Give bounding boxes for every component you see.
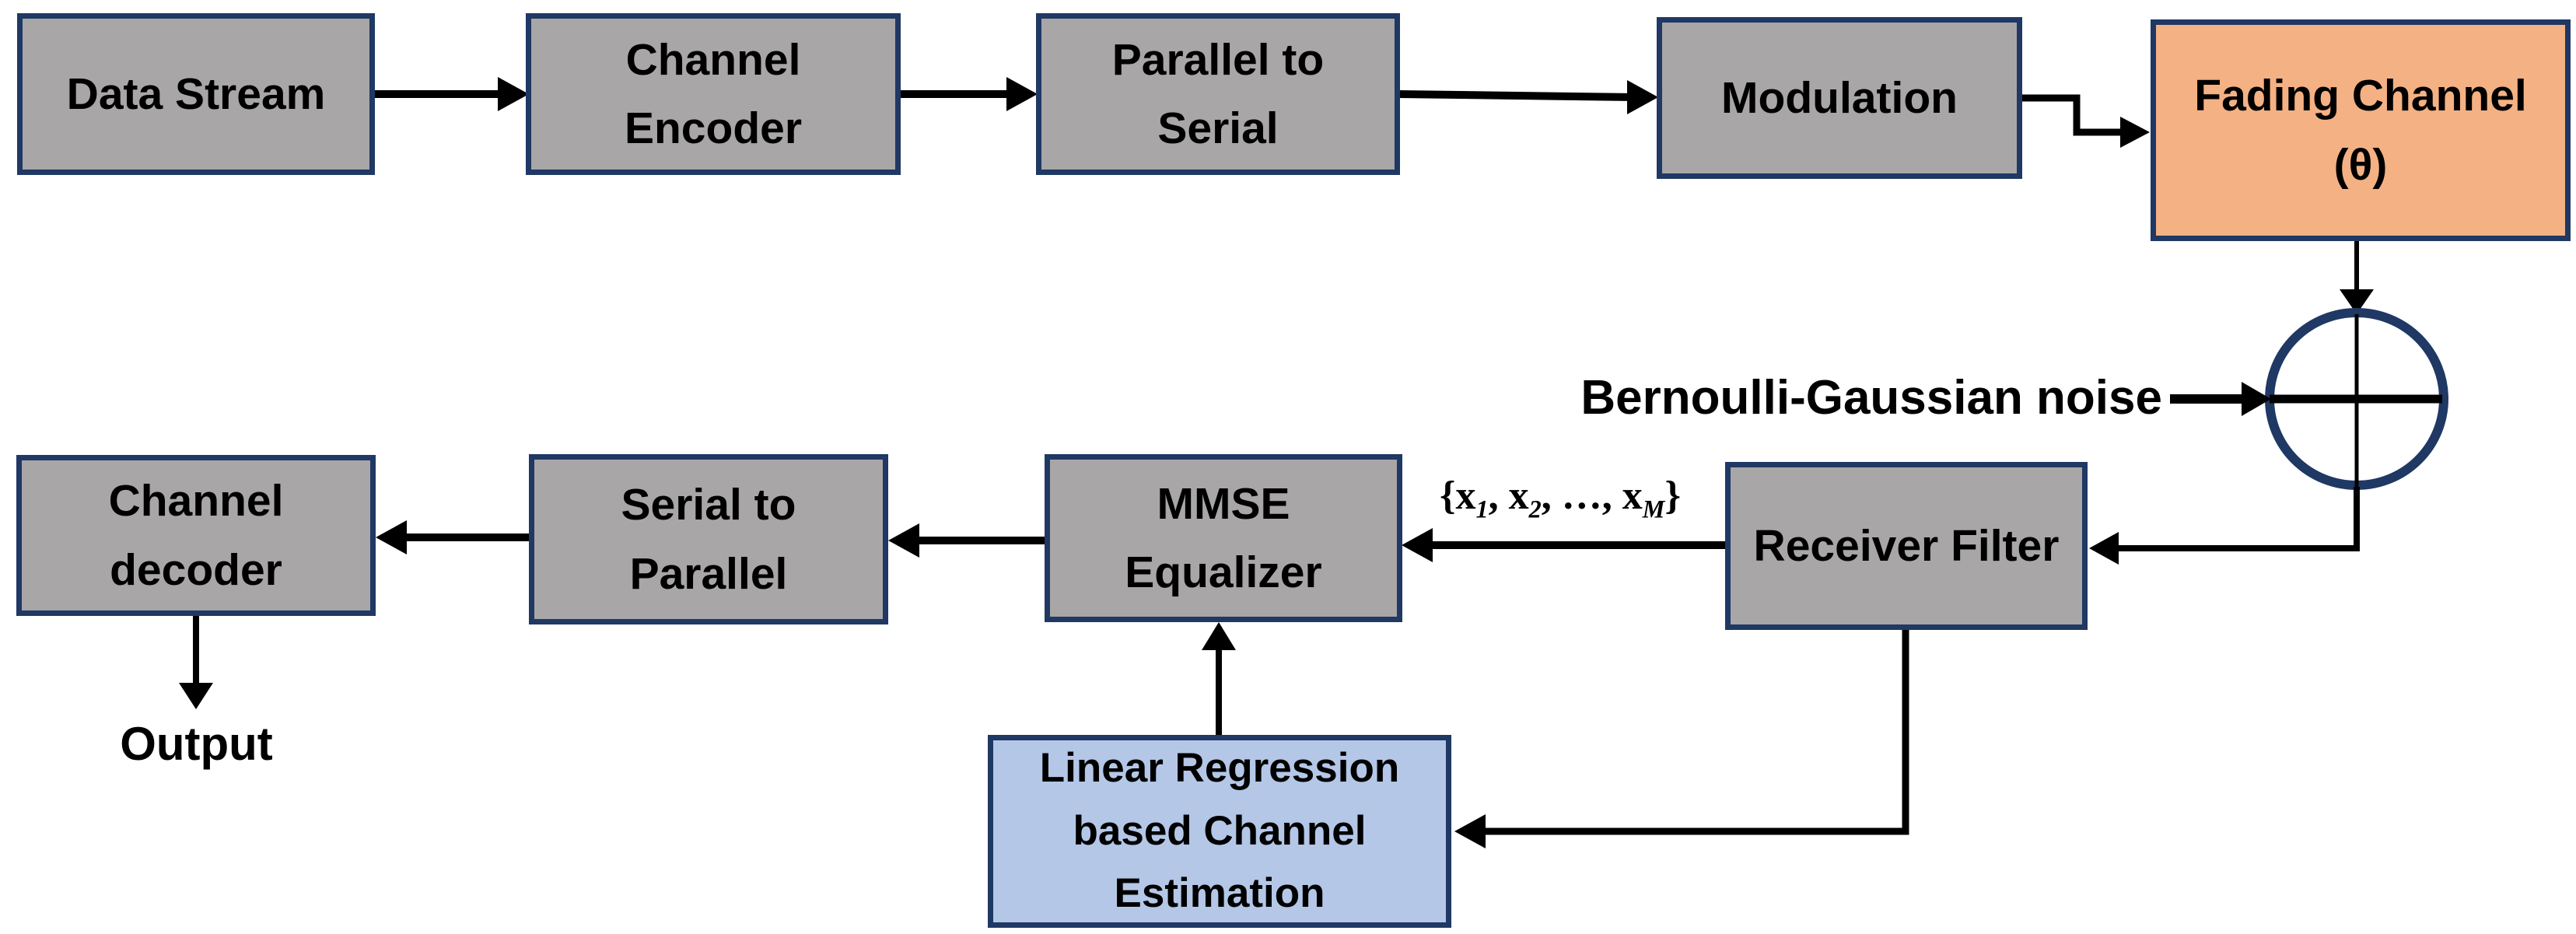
block-mmse-equalizer: MMSE Equalizer: [1045, 454, 1402, 622]
connectors: [179, 77, 2448, 848]
arrow-p2s-to-modulation: [1398, 80, 1658, 114]
arrow-noise-to-adder: [2170, 382, 2442, 416]
arrow-mmse-to-s2p: [888, 523, 1046, 558]
arrow-receiver-to-linreg: [1454, 628, 1909, 848]
arrow-encoder-to-p2s: [899, 77, 1038, 111]
block-data-stream-label: Data Stream: [66, 68, 326, 119]
block-data-stream: Data Stream: [17, 13, 375, 175]
block-parallel-to-serial-label: Parallel to Serial: [1111, 34, 1325, 153]
block-fading-channel-label: Fading Channel (θ): [2194, 71, 2527, 190]
block-modulation: Modulation: [1657, 17, 2022, 179]
block-linear-regression-label: Linear Regression based Channel Estimati…: [1039, 745, 1400, 917]
arrow-linreg-to-mmse: [1202, 622, 1236, 736]
noise-label: Bernoulli-Gaussian noise: [1580, 371, 2162, 425]
arrow-decoder-to-output: [179, 614, 213, 709]
arrow-receiver-to-mmse: [1402, 528, 1727, 562]
arrow-datastream-to-encoder: [373, 77, 529, 111]
block-receiver-filter-label: Receiver Filter: [1753, 520, 2060, 571]
arrow-modulation-to-fading: [2018, 94, 2150, 148]
block-channel-encoder-label: Channel Encoder: [624, 34, 803, 153]
block-channel-decoder-label: Channel decoder: [108, 476, 284, 595]
sequence-label: {x1, x2, …, xM}: [1440, 474, 1681, 523]
block-serial-to-parallel: Serial to Parallel: [529, 454, 888, 624]
block-linear-regression-channel-estimation: Linear Regression based Channel Estimati…: [988, 735, 1451, 928]
block-parallel-to-serial: Parallel to Serial: [1036, 13, 1400, 175]
output-label: Output: [120, 718, 273, 770]
arrow-fading-to-adder: [2340, 240, 2374, 314]
block-serial-to-parallel-label: Serial to Parallel: [621, 480, 796, 599]
arrow-s2p-to-decoder: [376, 520, 530, 554]
block-channel-encoder: Channel Encoder: [526, 13, 901, 175]
block-mmse-equalizer-label: MMSE Equalizer: [1125, 478, 1322, 597]
block-modulation-label: Modulation: [1721, 72, 1958, 123]
block-receiver-filter: Receiver Filter: [1725, 462, 2088, 630]
block-channel-decoder: Channel decoder: [16, 455, 376, 616]
block-fading-channel: Fading Channel (θ): [2151, 19, 2571, 241]
arrow-adder-to-receiver: [2089, 532, 2357, 565]
